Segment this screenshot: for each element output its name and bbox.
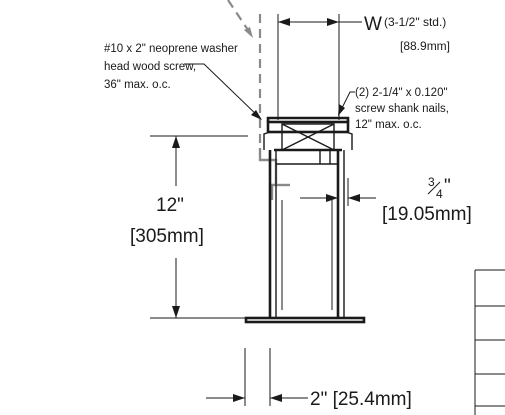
height-dimension	[150, 135, 248, 319]
nails-note-line-1: (2) 2-1/4" x 0.120"	[355, 87, 448, 99]
washer-note-line-2: head wood screw,	[104, 61, 196, 73]
membrane-line	[227, 0, 290, 200]
gap-fraction-denominator: 4	[436, 187, 443, 201]
washer-note-line-1: #10 x 2" neoprene washer	[104, 43, 238, 55]
base-dimension-label: 2" [25.4mm]	[310, 389, 412, 410]
nails-note-line-2: screw shank nails,	[355, 103, 449, 115]
curb-cap	[263, 116, 353, 164]
nails-note-line-3: 12" max. o.c.	[355, 119, 422, 131]
base-dimension	[206, 348, 308, 406]
gap-fraction-bar	[427, 181, 441, 195]
gap-fraction-numerator: 3	[428, 175, 435, 189]
height-metric: [305mm]	[130, 226, 204, 247]
base-flange	[244, 316, 366, 324]
curb-walls	[268, 150, 345, 318]
gap-dimension	[300, 178, 376, 206]
washer-note-line-3: 36" max. o.c.	[104, 79, 171, 91]
washer-leader	[184, 63, 262, 120]
nails-leader	[338, 91, 355, 116]
width-dimension	[277, 14, 362, 120]
gap-inch-mark: "	[444, 176, 451, 197]
width-metric-note: [88.9mm]	[400, 39, 450, 53]
gap-metric: [19.05mm]	[382, 204, 472, 225]
height-imperial: 12"	[156, 195, 184, 216]
width-symbol: W	[364, 14, 382, 35]
schedule-table-fragment	[474, 269, 505, 415]
width-std-note: (3-1/2" std.)	[384, 15, 446, 29]
